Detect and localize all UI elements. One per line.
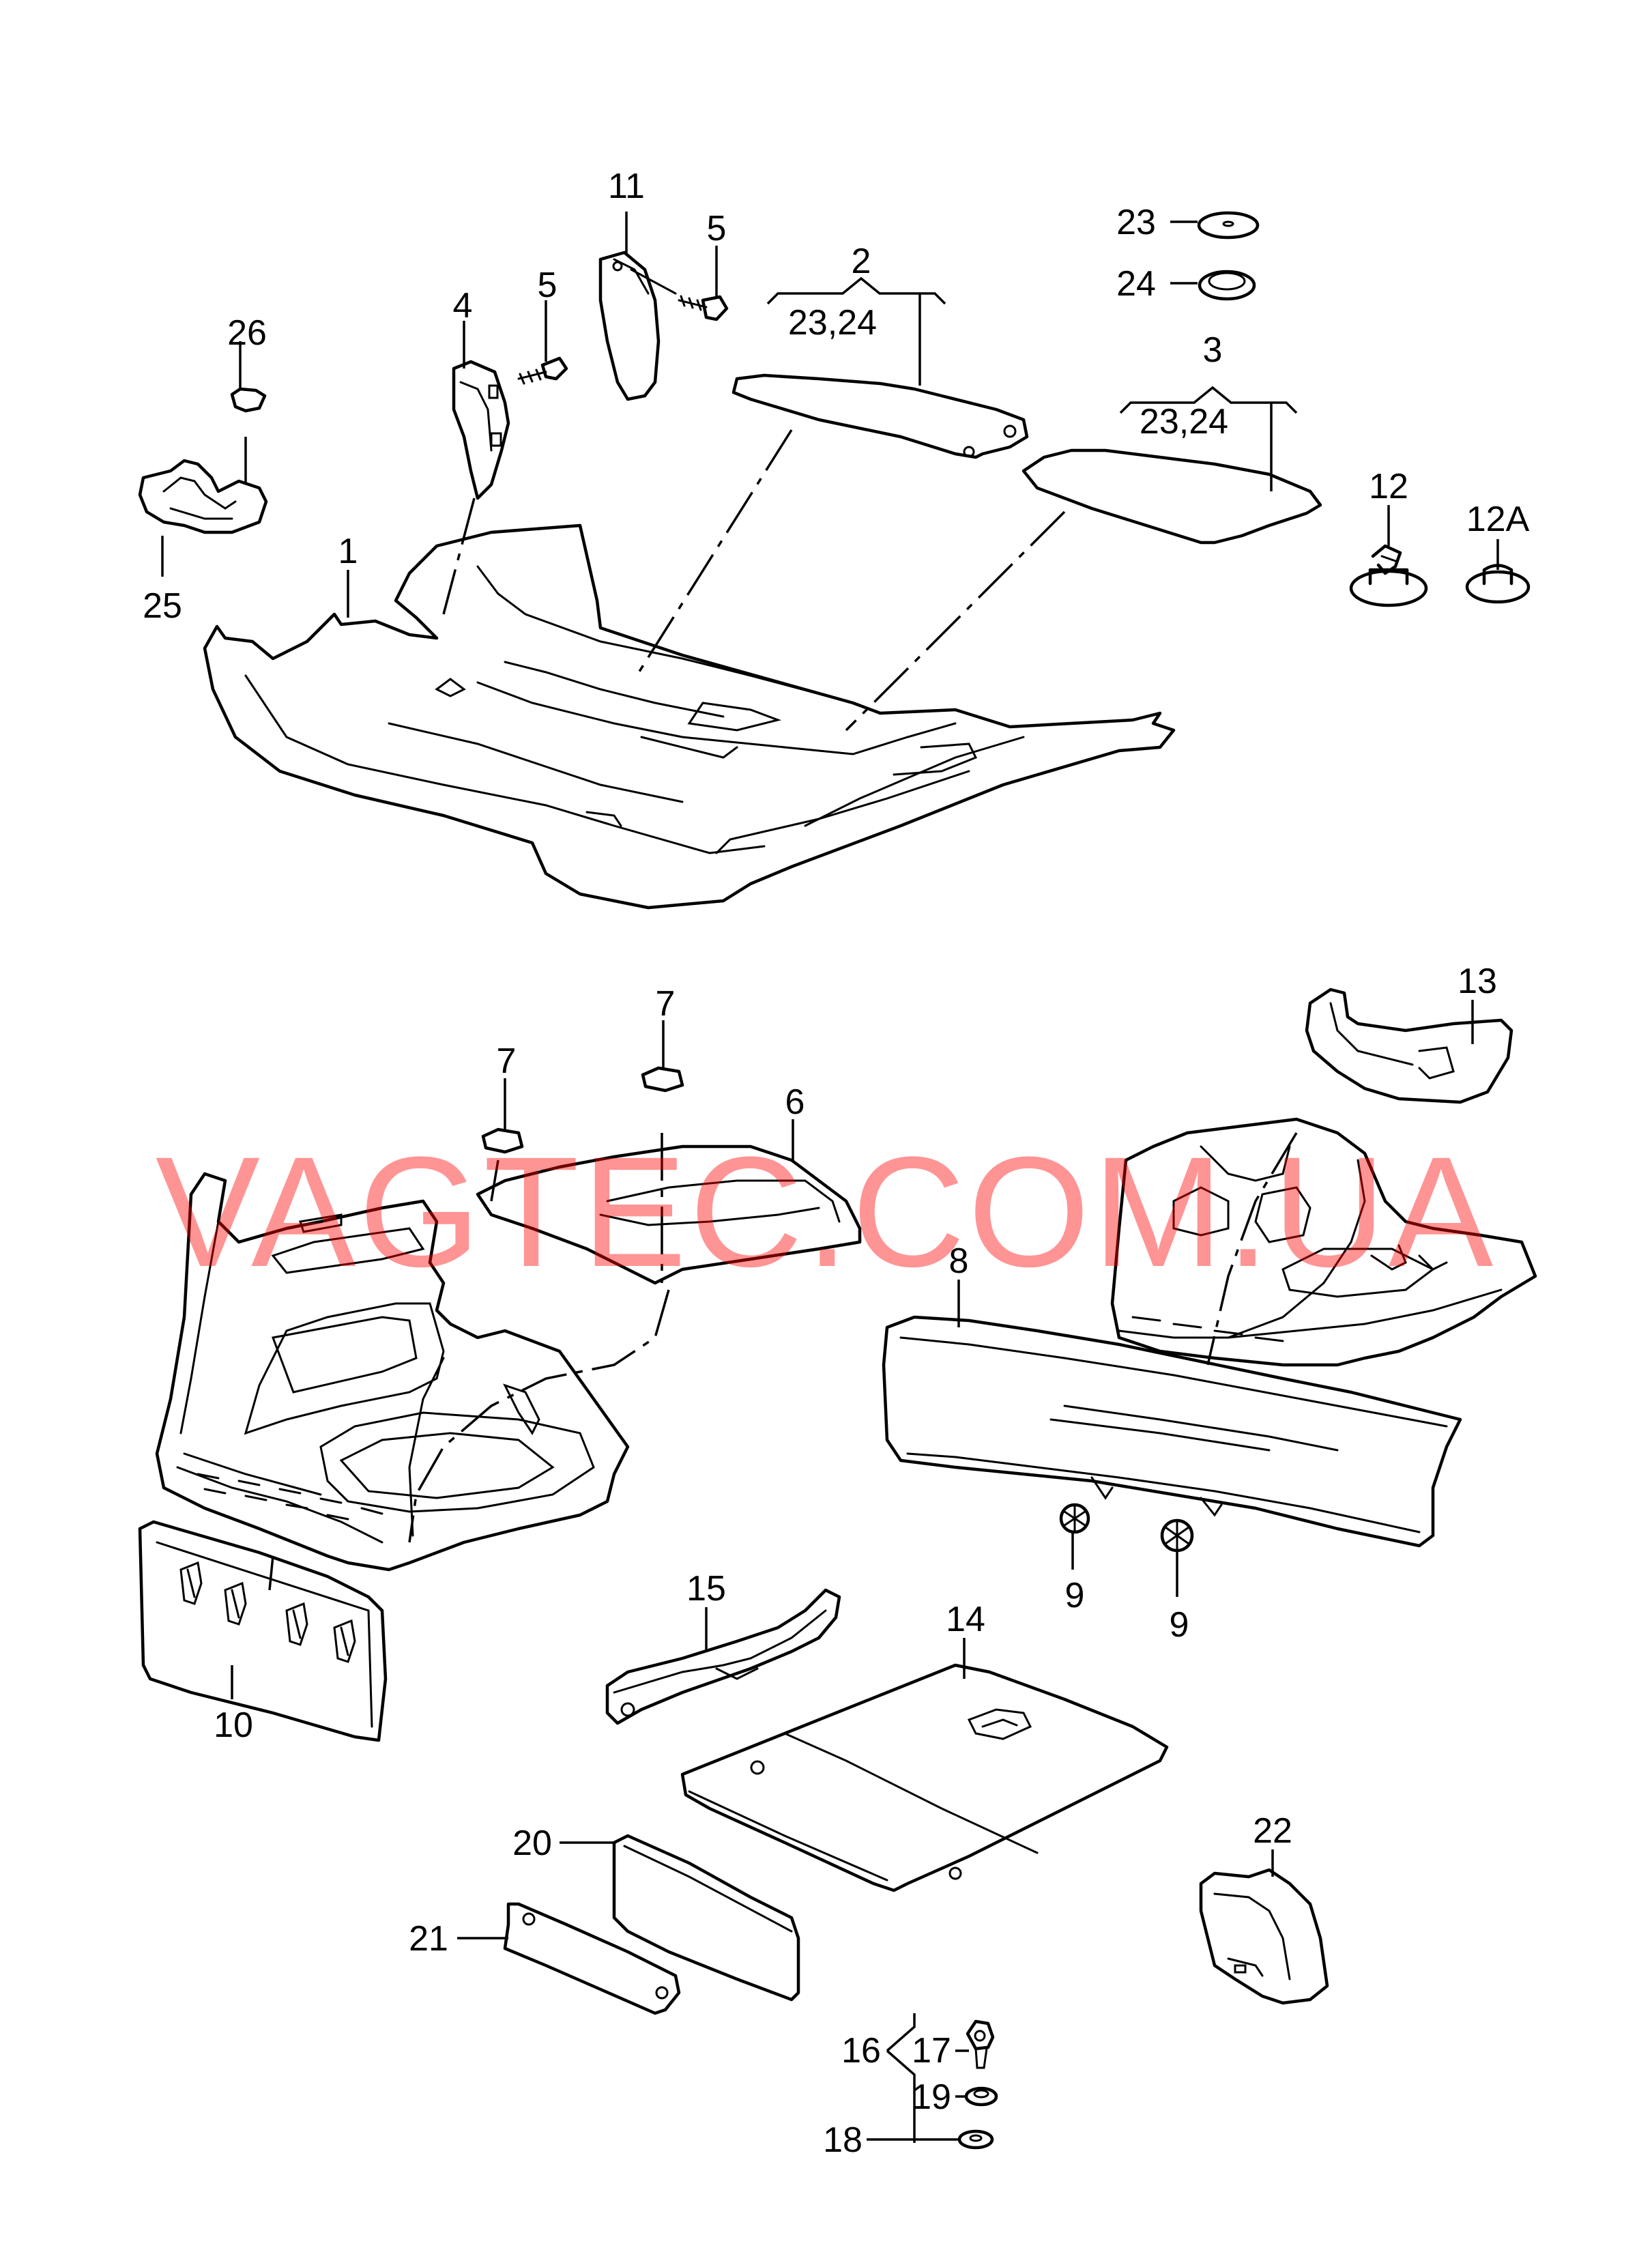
callout-11: 11 xyxy=(608,167,645,206)
trunk-body-right xyxy=(1110,1117,1537,1367)
callout-labels: 1 2 23,24 3 23,24 4 5 5 11 23 24 12 12A … xyxy=(143,167,1529,2160)
part-5-screw xyxy=(678,295,729,321)
part-1-floor-carpet xyxy=(203,523,1176,910)
callout-15: 15 xyxy=(686,1569,726,1609)
part-14-floor-board xyxy=(680,1663,1169,1892)
part-11-cover xyxy=(598,250,677,401)
callout-9: 9 xyxy=(1065,1576,1085,1615)
callout-21: 21 xyxy=(409,1919,448,1959)
callout-8: 8 xyxy=(949,1241,969,1281)
part-9-clip xyxy=(1059,1503,1090,1534)
callout-1: 1 xyxy=(338,532,358,571)
part-5-screw xyxy=(517,356,568,385)
callout-9: 9 xyxy=(1170,1605,1189,1645)
part-18-washer xyxy=(957,2129,994,2150)
part-23-washer xyxy=(1197,211,1260,240)
part-24-grommet xyxy=(1198,270,1256,301)
callout-12a: 12A xyxy=(1466,500,1530,539)
guide-line xyxy=(268,1555,274,1591)
callout-20: 20 xyxy=(512,1824,552,1863)
guide-line xyxy=(490,1159,499,1202)
callout-10: 10 xyxy=(214,1705,253,1745)
guide-line xyxy=(1206,1132,1298,1366)
part-12a-fastener xyxy=(1465,564,1531,604)
callout-24: 24 xyxy=(1116,264,1156,304)
part-17-eye-bolt xyxy=(966,2019,995,2069)
watermark: VAGTEC.COM.UA xyxy=(156,1124,1496,1299)
part-7-clip xyxy=(481,1127,524,1154)
part-22-bracket xyxy=(1199,1868,1329,2005)
callout-23: 23 xyxy=(1116,203,1156,242)
callout-7: 7 xyxy=(656,984,676,1024)
part-19-nut xyxy=(964,2086,998,2107)
callout-18: 18 xyxy=(823,2120,863,2160)
part-4-bracket xyxy=(452,360,510,500)
callout-19: 19 xyxy=(912,2077,951,2117)
part-21-strip xyxy=(503,1902,681,2015)
part-10-strip xyxy=(138,1520,388,1742)
callout-5: 5 xyxy=(538,265,557,305)
callout-6: 6 xyxy=(785,1082,805,1122)
callout-25: 25 xyxy=(143,586,182,626)
callout-17: 17 xyxy=(912,2031,951,2071)
callout-2: 2 xyxy=(852,242,871,281)
leader-lines xyxy=(161,212,1499,2143)
guide-line xyxy=(408,1289,670,1543)
callout-7: 7 xyxy=(497,1041,517,1081)
part-8-panel xyxy=(882,1315,1462,1548)
callout-5: 5 xyxy=(707,209,727,248)
trunk-body-left xyxy=(155,1172,630,1572)
part-3-mat xyxy=(1021,448,1322,545)
part-2-mat xyxy=(731,373,1029,459)
part-13-trim xyxy=(1305,988,1513,1104)
guide-line xyxy=(442,498,476,615)
part-12-fastener xyxy=(1349,544,1428,607)
callout-2-group: 23,24 xyxy=(788,303,877,343)
part-9-clip xyxy=(1160,1518,1194,1553)
guide-line xyxy=(845,510,1066,732)
part-7-clip xyxy=(641,1066,684,1093)
callout-4: 4 xyxy=(453,286,473,326)
part-15-trim xyxy=(605,1588,841,1725)
callout-26: 26 xyxy=(227,313,267,353)
callout-13: 13 xyxy=(1458,962,1497,1001)
callout-12: 12 xyxy=(1369,467,1408,506)
part-20-panel xyxy=(612,1834,800,2002)
part-25-cover xyxy=(138,459,268,534)
callout-3: 3 xyxy=(1203,330,1223,370)
guide-line xyxy=(633,429,793,680)
part-6-cover xyxy=(476,1144,862,1285)
callout-14: 14 xyxy=(946,1600,985,1639)
callout-16: 16 xyxy=(841,2031,881,2071)
callout-3-group: 23,24 xyxy=(1140,402,1228,442)
callout-22: 22 xyxy=(1253,1811,1292,1851)
part-26-clip xyxy=(230,387,267,413)
